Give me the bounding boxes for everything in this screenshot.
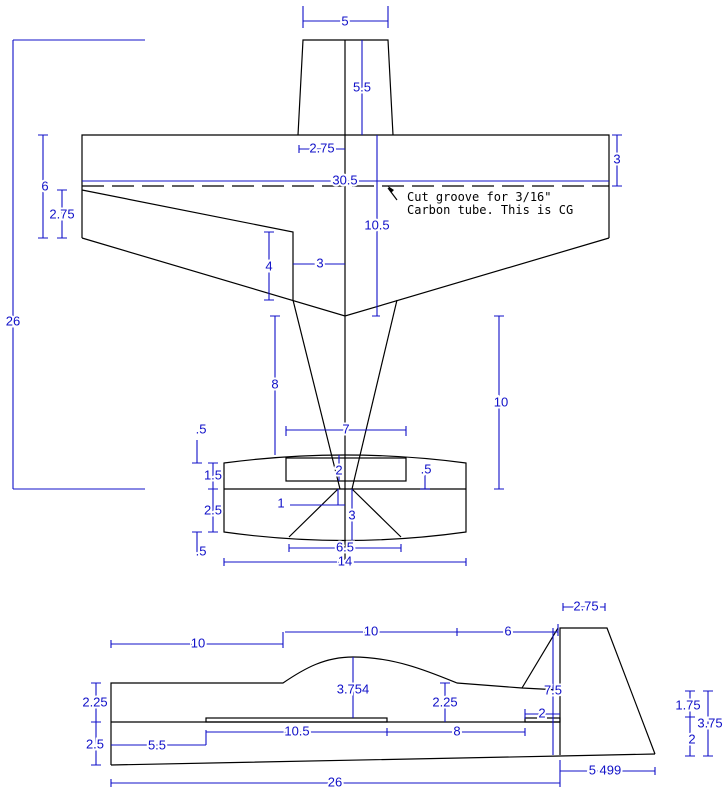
dim-base-length: 10.5 bbox=[284, 723, 309, 738]
dim-fin-base: 2 bbox=[538, 705, 545, 720]
dim-nose-to-canopy: 10 bbox=[191, 635, 205, 650]
dim-wing-root-chord: 6 bbox=[41, 178, 48, 193]
right-fuselage-edge bbox=[351, 299, 398, 490]
dim-overall-length: 26 bbox=[328, 774, 342, 789]
dim-cg-to-tail: 10.5 bbox=[364, 217, 389, 232]
dim-fin-offset: 2.75 bbox=[309, 140, 334, 155]
dim-stab-front: 1.5 bbox=[204, 467, 222, 482]
fuselage-top-profile bbox=[110, 656, 561, 765]
dim-rear-base: 8 bbox=[453, 723, 460, 738]
dim-stab-brace: 6.5 bbox=[336, 539, 354, 554]
dim-tail-length: 3 bbox=[348, 507, 355, 522]
dim-fin-width: 5 bbox=[341, 13, 348, 28]
dim-fin-height: 7.5 bbox=[544, 682, 562, 697]
dim-right-upper: 1.75 bbox=[675, 697, 700, 712]
dim-stab-top-camber: .5 bbox=[196, 421, 207, 436]
dim-tail-half: 1 bbox=[277, 495, 284, 510]
dim-overall-length: 26 bbox=[6, 313, 20, 328]
cg-note-line1: Cut groove for 3/16" bbox=[407, 190, 552, 204]
dim-canopy-to-fin: 6 bbox=[504, 623, 511, 638]
dim-fin-top-chord: 2.75 bbox=[573, 598, 598, 613]
dim-fin-height: 5.5 bbox=[353, 79, 371, 94]
dim-nose-height: 2.25 bbox=[82, 694, 107, 709]
dim-aileron-inset: 3 bbox=[316, 255, 323, 270]
dim-elevator-width: 7 bbox=[342, 421, 349, 436]
top-view-outline bbox=[81, 39, 610, 560]
cg-note-line2: Carbon tube. This is CG bbox=[407, 203, 573, 217]
fin-base-block bbox=[524, 717, 561, 723]
dim-cg-to-stab: 10 bbox=[494, 394, 508, 409]
dim-aileron-depth: 4 bbox=[265, 258, 272, 273]
dim-stab-rear: 2.5 bbox=[204, 502, 222, 517]
stab-brace-left bbox=[288, 488, 339, 538]
dim-right-lower: 2 bbox=[688, 731, 695, 746]
dim-wing-tip-chord: 2.75 bbox=[49, 206, 74, 221]
fin-front-edge bbox=[521, 627, 559, 689]
dim-canopy-length: 10 bbox=[364, 623, 378, 638]
stabilizer-outline bbox=[223, 454, 467, 542]
dim-stab-bottom-camber: .5 bbox=[196, 543, 207, 558]
dim-fuselage-taper: 8 bbox=[271, 376, 278, 391]
dim-nose-to-base: 5.5 bbox=[148, 737, 166, 752]
dim-stab-span: 14 bbox=[338, 553, 352, 568]
note-arrow-icon bbox=[388, 186, 394, 193]
dim-rear-height: 2.25 bbox=[432, 694, 457, 709]
dim-elevator-gap: .5 bbox=[421, 461, 432, 476]
dim-canopy-height: 3.754 bbox=[337, 681, 370, 696]
side-view-dimensions: 10 10 6 2.75 7.5 2.25 2.5 5.5 3.754 2.25… bbox=[80, 596, 724, 791]
top-view-dimensions: 26 5 5.5 2.75 30.5 3 6 2.75 10.5 4 3 8 1… bbox=[4, 6, 623, 570]
canopy-base bbox=[205, 717, 388, 723]
fin-profile bbox=[559, 627, 656, 755]
fuselage-bottom bbox=[110, 753, 656, 766]
dim-lower-height: 2.5 bbox=[86, 736, 104, 751]
dim-wingspan: 30.5 bbox=[332, 172, 357, 187]
dim-fin-bottom-chord: 5 499 bbox=[589, 762, 622, 777]
left-fuselage-edge bbox=[81, 189, 341, 490]
dim-wing-le-to-cg: 3 bbox=[613, 151, 620, 166]
dim-right-total: 3.75 bbox=[697, 715, 722, 730]
stab-brace-right bbox=[351, 488, 402, 538]
dim-elevator-depth: 2 bbox=[335, 462, 342, 477]
elevator-cutout bbox=[285, 457, 407, 482]
note-leader bbox=[387, 187, 398, 201]
